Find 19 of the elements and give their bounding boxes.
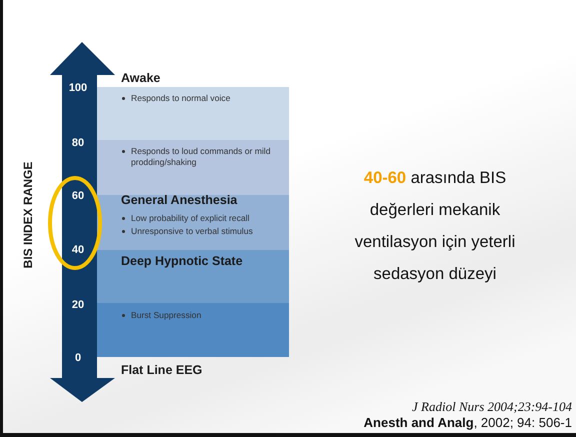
level-heading: Deep Hypnotic State (121, 254, 243, 268)
citation-text: J Radiol Nurs 2004;23:94-104 (412, 399, 572, 415)
level-heading: Awake (121, 71, 160, 85)
axis-title: BIS INDEX RANGE (21, 160, 35, 270)
level-heading: Flat Line EEG (121, 363, 202, 377)
tick-value: 20 (70, 299, 86, 311)
bullet-text: Responds to normal voice (131, 93, 230, 103)
bullet-text: Low probability of explicit recall (131, 213, 250, 223)
tick-value: 0 (74, 352, 82, 364)
bullet-text: Unresponsive to verbal stimulus (131, 226, 253, 236)
citation-text: Anesth and Analg, 2002; 94: 506-1 (364, 415, 572, 430)
tick-value: 80 (70, 137, 86, 149)
tick-value: 100 (68, 82, 88, 94)
tick-value: 60 (70, 190, 86, 202)
note-text: 40-60 arasında BIS değerleri mekanik ventilasyon için yeterli sedasyon düzeyi (354, 168, 516, 285)
tick-value: 40 (70, 244, 86, 256)
level-heading: General Anesthesia (121, 193, 238, 207)
bullet-text: Burst Suppression (131, 310, 202, 320)
bullet-text: Responds to loud commands or mild prodding/shaking (131, 146, 272, 168)
